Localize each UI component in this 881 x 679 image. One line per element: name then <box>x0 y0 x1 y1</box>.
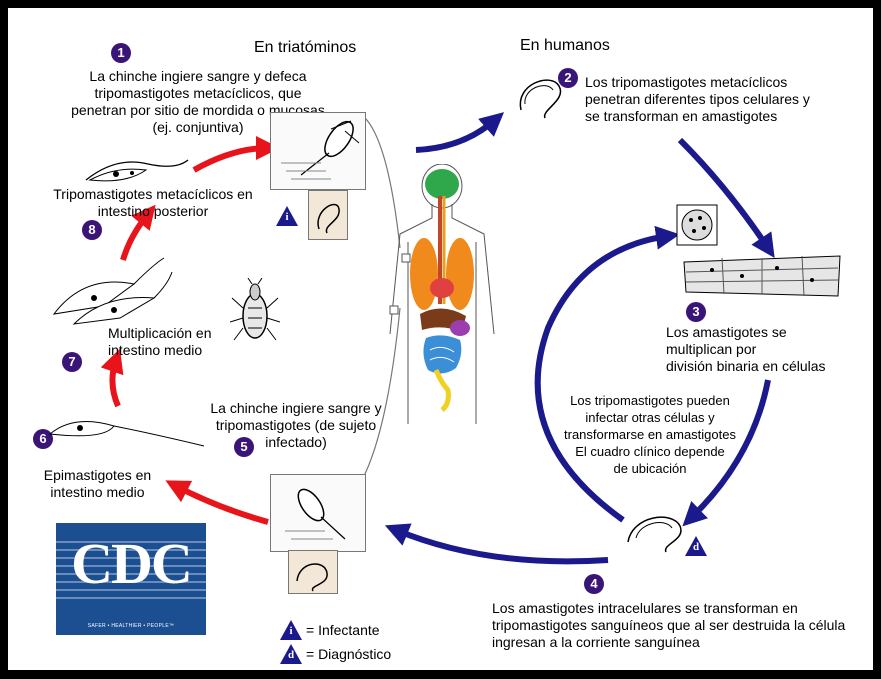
metacyclic-trypomastigote-drawing <box>85 159 189 182</box>
arrow-reinfect <box>534 225 680 523</box>
cdc-logo: CDC SAFER • HEALTHIER • PEOPLE™ <box>56 523 206 635</box>
arrow-to-cells <box>677 137 775 258</box>
step-5-badge: 5 <box>234 437 254 457</box>
step-1-badge: 1 <box>111 43 131 63</box>
human-figure <box>389 164 495 424</box>
step-8-badge: 8 <box>82 220 102 240</box>
infected-cell-drawing <box>676 204 718 246</box>
legend-diagnostic-label: = Diagnóstico <box>306 646 392 662</box>
step-3-text: Los amastigotes se multiplican por divis… <box>666 324 826 374</box>
step-8-text: Tripomastigotes metacíclicos en intestin… <box>53 186 253 219</box>
trypomastigote-inset-top <box>308 190 348 240</box>
step-6-badge: 6 <box>33 429 53 449</box>
heading-triatomines: En triatóminos <box>254 39 357 56</box>
epimastigote-drawing <box>48 421 205 447</box>
muscle-tissue-drawing <box>683 255 841 297</box>
infective-stage-marker: i <box>276 206 298 226</box>
arrow-to-hindgut <box>120 204 156 261</box>
cdc-logo-text: CDC <box>71 531 193 596</box>
heading-humans: En humanos <box>520 37 610 54</box>
step-4-text: Los amastigotes intracelulares se transf… <box>492 600 846 650</box>
step-6-text: Epimastigotes en intestino medio <box>43 467 152 500</box>
arrow-to-bug-bite <box>384 523 609 565</box>
trypomastigote-human-drawing <box>519 79 562 119</box>
reinfection-note: Los tripomastigotes pueden infectar otra… <box>564 393 736 476</box>
step-1-text: La chinche ingiere sangre y defeca tripo… <box>71 68 325 135</box>
cycle-arrows <box>100 112 775 565</box>
triatomine-bug-illustration <box>230 278 280 341</box>
step-2-text: Los tripomastigotes metacíclicos penetra… <box>585 74 810 124</box>
bug-bite-inset <box>270 112 366 190</box>
diagnostic-stage-marker: d <box>685 536 707 556</box>
arrow-to-epimastigote <box>165 480 269 525</box>
life-cycle-diagram: En triatóminos En humanos 1 La chinche i… <box>8 8 873 670</box>
bug-feed-inset <box>270 474 366 552</box>
step-7-badge: 7 <box>62 352 82 372</box>
legend: i = Infectante d = Diagnóstico <box>280 620 440 666</box>
arrow-to-human <box>415 112 505 153</box>
dividing-epimastigotes-drawing <box>52 257 173 325</box>
arrow-to-blood <box>682 379 771 527</box>
trypomastigote-inset-bottom <box>288 550 338 594</box>
step-2-badge: 2 <box>558 68 578 88</box>
arrow-to-multiplication <box>100 348 124 408</box>
step-7-text: Multiplicación en intestino medio <box>108 325 212 358</box>
cdc-logo-tagline: SAFER • HEALTHIER • PEOPLE™ <box>87 623 175 629</box>
step-5-text: La chinche ingiere sangre y tripomastigo… <box>210 400 382 450</box>
step-4-badge: 4 <box>584 574 604 594</box>
blood-trypomastigote-drawing <box>627 516 682 553</box>
legend-diagnostic-icon: d <box>280 644 302 664</box>
legend-infective-label: = Infectante <box>306 622 380 638</box>
legend-infective-icon: i <box>280 620 302 640</box>
arrow-to-bug-feed <box>192 136 280 173</box>
step-3-badge: 3 <box>686 302 706 322</box>
